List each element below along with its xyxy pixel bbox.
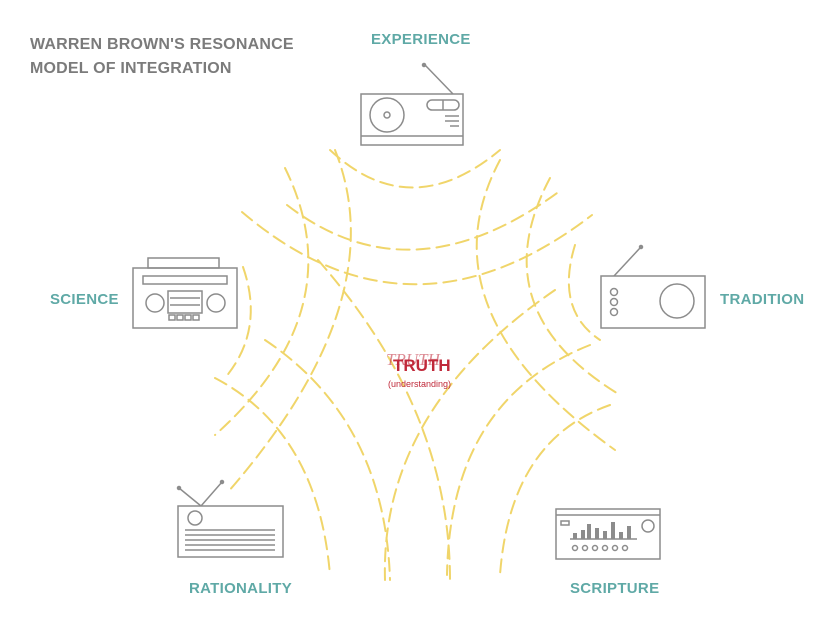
wave-science-3 [227,149,352,493]
wave-science-1 [224,266,252,379]
diagram-title: WARREN BROWN'S RESONANCE MODEL OF INTEGR… [30,33,294,81]
wave-scripture-2 [446,344,591,576]
stereo-equalizer-icon [555,508,661,560]
wave-tradition-2 [525,177,621,396]
truth-label: TRUTH [393,356,451,375]
label-science: SCIENCE [50,291,119,308]
wave-science-2 [214,167,310,436]
label-rationality: RATIONALITY [189,580,293,597]
wave-experience-2 [286,192,558,251]
wave-tradition-3 [475,159,616,451]
label-tradition: TRADITION [720,291,805,308]
boombox-icon [132,257,238,329]
wave-experience-3 [241,211,593,286]
antenna-radio-icon [176,479,284,558]
label-experience: EXPERIENCE [371,31,471,48]
wave-scripture-3 [383,289,556,581]
radio-cd-player-icon [360,62,464,146]
wave-rationality-1 [214,377,331,576]
vintage-radio-icon [600,244,706,329]
title-line-1: WARREN BROWN'S RESONANCE [30,36,294,53]
title-line-2: MODEL OF INTEGRATION [30,60,232,77]
wave-tradition-1 [567,244,601,341]
truth-label-ghost: TRUTH [386,350,440,369]
wave-rationality-3 [317,259,451,581]
label-scripture: SCRIPTURE [570,580,660,597]
wave-experience-1 [329,149,501,189]
wave-scripture-1 [499,404,611,576]
truth-sublabel: (understanding) [388,379,452,389]
